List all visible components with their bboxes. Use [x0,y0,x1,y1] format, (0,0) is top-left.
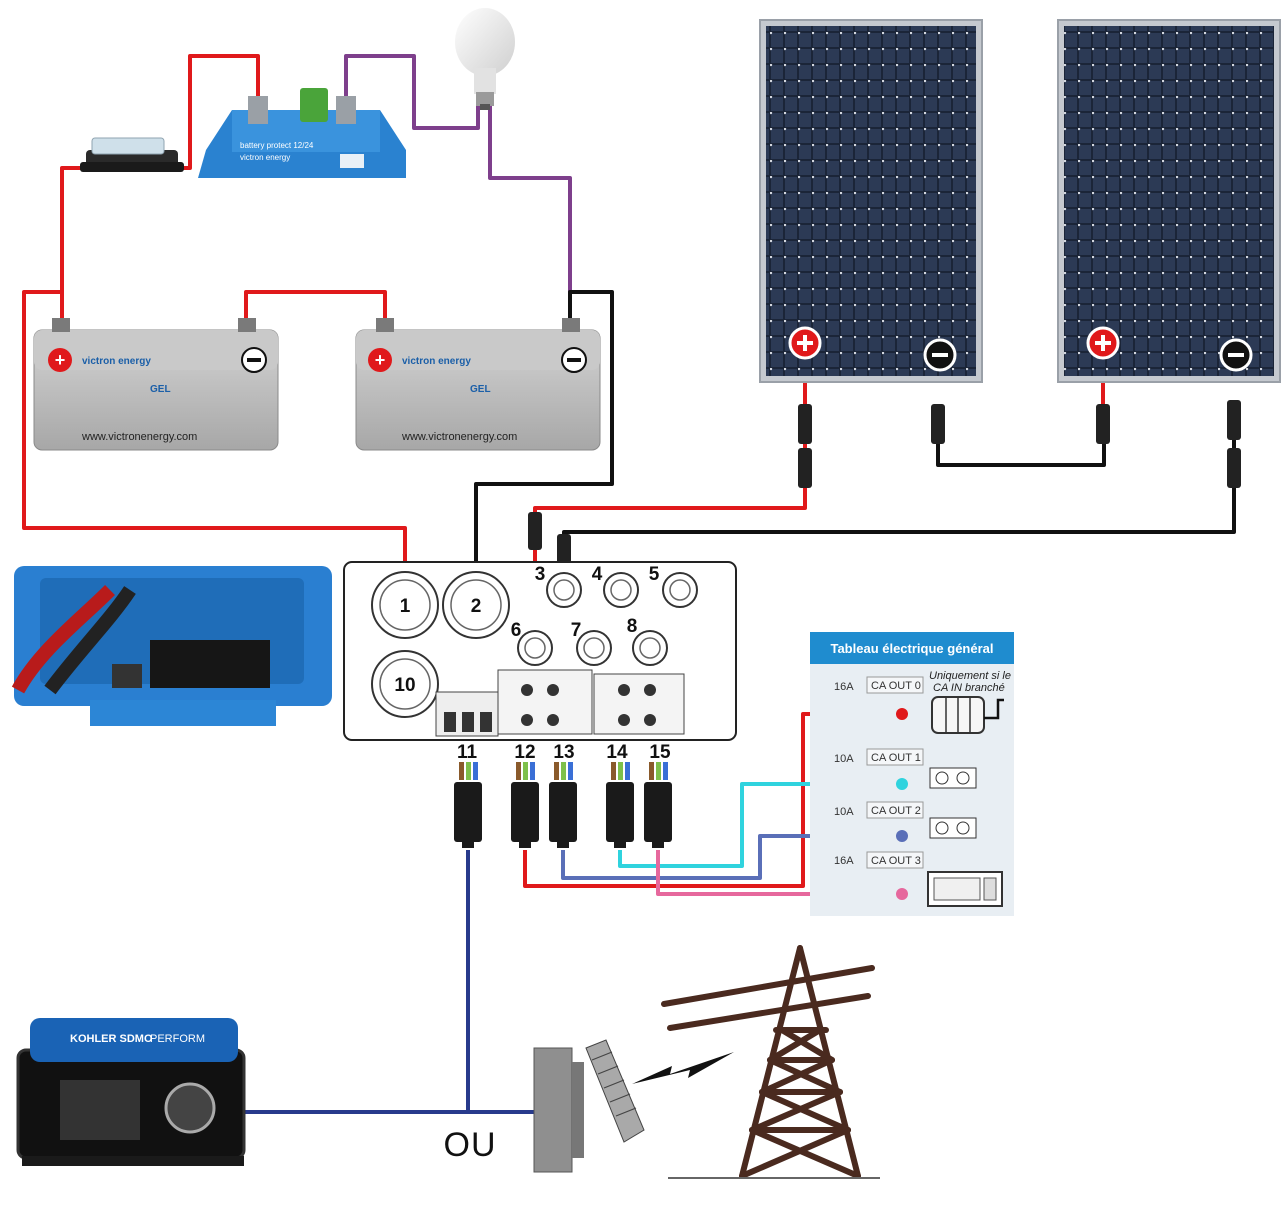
solar-panel-1 [759,19,983,383]
power-pylon-icon [661,945,875,1179]
terminal-11-label: 11 [457,742,478,763]
terminal-12-label: 12 [514,742,535,763]
battery-1-type: GEL [150,384,171,395]
row2-label: CA OUT 2 [871,805,921,817]
outlet-icon-2 [929,817,977,839]
row1-amps: 10A [834,753,854,765]
inverter-charger [11,566,332,726]
generator: KOHLER SDMO PERFORM [16,1018,246,1166]
terminal-8-label: 8 [627,616,638,637]
lightning-bolt-icon [632,1052,734,1084]
terminal-5-label: 5 [649,564,660,585]
battery-2-brand: victron energy [402,356,471,367]
wire-black-battery-to-terminal2 [474,290,614,598]
wire-black-solar-series [936,440,1106,467]
ac-plug-connectors [454,762,672,848]
panel-note-line2: CA IN branché [933,682,1005,694]
terminal-7-label: 7 [571,620,582,641]
cable-drum-icon [931,696,1004,734]
mc4-connectors [528,400,1241,572]
terminal-10-label: 10 [394,675,415,696]
caout1-dot [896,778,908,790]
battery-1-plus-icon [48,348,72,372]
plug-14 [606,762,634,848]
plug-13 [549,762,577,848]
wire-purple-bp-to-bulb [344,54,480,130]
panel-title: Tableau électrique général [830,641,993,656]
generator-brand: KOHLER SDMO [70,1033,153,1045]
row0-label: CA OUT 0 [871,680,921,692]
battery-2-url: www.victronenergy.com [401,431,517,443]
row3-label: CA OUT 3 [871,855,921,867]
wire-red-fuse-left [60,166,90,318]
wire-purple-bulb-to-battery [488,106,572,322]
or-label: OU [444,1126,497,1164]
wire-blue-caout2 [561,834,902,880]
terminal-3-label: 3 [535,564,546,585]
solar-panel-2 [1057,19,1281,383]
panel-note-line1: Uniquement si le [929,670,1011,682]
battery-protect-brand: victron energy [240,153,290,162]
wire-red-battery-to-terminal1 [22,290,407,598]
svg-text:+: + [55,350,66,370]
terminal-14-label: 14 [606,742,628,763]
terminal-1-label: 1 [400,596,411,617]
terminal-board: 1 2 3 4 5 6 7 8 10 [343,561,737,741]
caout2-dot [896,830,908,842]
plug-12 [511,762,539,848]
microwave-icon [927,871,1003,907]
svg-text:+: + [375,350,386,370]
terminal-6-label: 6 [511,620,522,641]
battery-2-plus-icon [368,348,392,372]
caout3-dot [896,888,908,900]
terminal-2-label: 2 [471,596,482,617]
terminal-13-label: 13 [553,742,574,763]
generator-model: PERFORM [150,1033,205,1045]
electrical-panel: Tableau électrique général Uniquement si… [810,632,1014,916]
terminal-4-label: 4 [592,564,603,585]
wire-cyan-caout1 [618,782,902,868]
battery-protect: battery protect 12/24 victron energy [198,88,406,178]
wire-red-fuse-right [178,54,260,170]
caout0-dot [896,708,908,720]
battery-1-url: www.victronenergy.com [81,431,197,443]
battery-protect-label: battery protect 12/24 [240,141,314,150]
outlet-icon-1 [929,767,977,789]
wire-red-battery-link [244,290,387,322]
battery-2-type: GEL [470,384,491,395]
plug-15 [644,762,672,848]
battery-2: + victron energy GEL www.victronenergy.c… [355,318,601,451]
row2-amps: 10A [834,806,854,818]
row3-amps: 16A [834,855,854,867]
battery-1-brand: victron energy [82,356,151,367]
battery-1: + victron energy GEL www.victronenergy.c… [33,318,279,451]
light-bulb-icon [455,8,515,110]
row1-label: CA OUT 1 [871,752,921,764]
plug-11 [454,762,482,848]
row0-amps: 16A [834,681,854,693]
electric-meter [533,1039,645,1173]
fuse-holder [80,137,184,172]
terminal-15-label: 15 [649,742,671,763]
